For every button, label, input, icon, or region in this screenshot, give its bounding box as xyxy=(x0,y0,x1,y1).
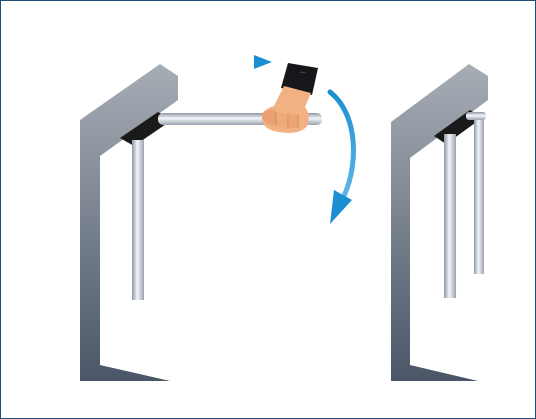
left-post xyxy=(80,64,178,381)
right-vertical-bar-back xyxy=(474,114,484,274)
sleeve xyxy=(281,63,318,95)
left-vertical-bar xyxy=(132,140,144,300)
right-vertical-bar-front xyxy=(444,134,456,298)
right-turnstile xyxy=(391,64,488,381)
arrow-right-icon xyxy=(184,55,272,69)
right-post xyxy=(391,64,488,381)
right-bar-cap xyxy=(466,112,486,120)
curved-arrow-down-icon xyxy=(327,89,356,224)
hand-pushing-icon xyxy=(261,63,318,133)
